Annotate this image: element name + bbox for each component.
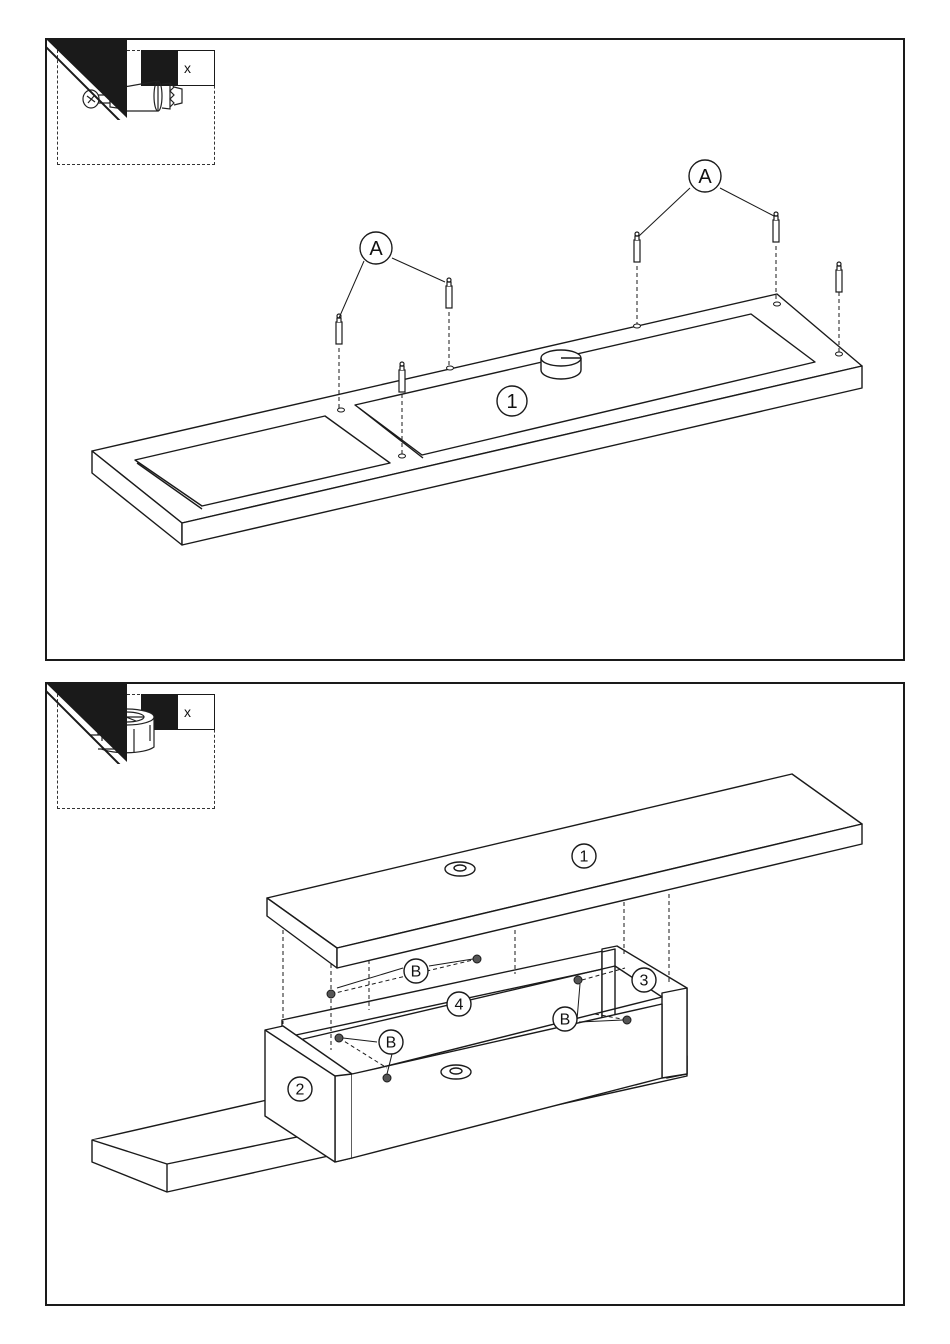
label-part-1: 1 — [506, 391, 517, 413]
label-a-left: A — [369, 238, 383, 260]
label-b-right: B — [560, 1012, 571, 1029]
label-part-1: 1 — [580, 849, 589, 866]
label-part-2: 2 — [296, 1082, 305, 1099]
label-a-right: A — [698, 166, 712, 188]
step-1-drawing: A A 1 — [47, 40, 905, 661]
label-part-4: 4 — [455, 997, 464, 1014]
label-b-top: B — [411, 964, 422, 981]
step-1-panel: x — [45, 38, 905, 661]
step-2-panel: x — [45, 682, 905, 1306]
step-2-drawing: B B B 1 2 3 4 — [47, 684, 905, 1306]
label-part-3: 3 — [640, 973, 649, 990]
label-b-left: B — [386, 1035, 397, 1052]
